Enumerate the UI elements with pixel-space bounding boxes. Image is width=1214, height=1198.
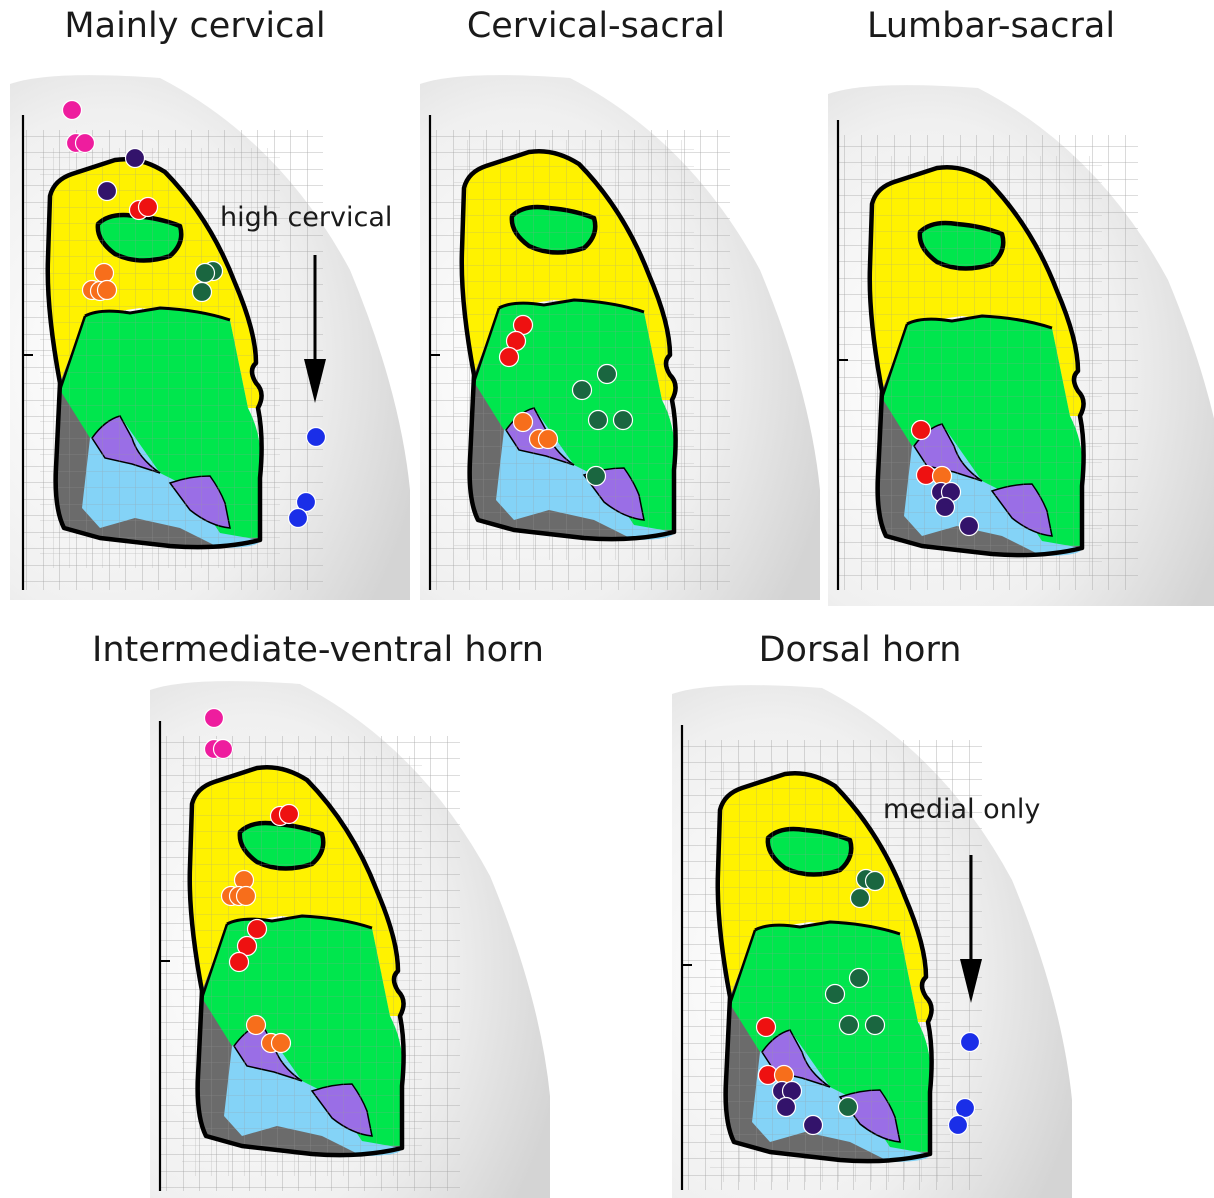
- navy-dot: [936, 498, 955, 517]
- darkgreen-dot: [196, 264, 215, 283]
- darkgreen-dot: [826, 985, 845, 1004]
- blue-dot: [289, 509, 308, 528]
- down-arrow-icon-medial-only: [956, 855, 986, 1005]
- darkgreen-dot: [840, 1016, 859, 1035]
- orange-dot: [272, 1034, 291, 1053]
- magenta-dot: [214, 740, 233, 759]
- grid-overlay: [454, 140, 694, 560]
- red-dot: [912, 421, 931, 440]
- red-dot: [139, 198, 158, 217]
- blue-dot: [949, 1116, 968, 1135]
- darkgreen-dot: [573, 381, 592, 400]
- orange-dot: [247, 1016, 266, 1035]
- panel-title-lumbar-sacral: Lumbar-sacral: [867, 6, 1115, 46]
- annotation-medial-only: medial only: [883, 794, 1040, 825]
- blue-dot: [307, 428, 326, 447]
- magenta-dot: [205, 709, 224, 728]
- panel-title-cervical-sacral: Cervical-sacral: [467, 6, 725, 46]
- panel-title-intermediate-ventral-horn: Intermediate-ventral horn: [92, 630, 544, 670]
- darkgreen-dot: [839, 1098, 858, 1117]
- panel-title-dorsal-horn: Dorsal horn: [759, 630, 962, 670]
- red-dot: [757, 1018, 776, 1037]
- red-dot: [500, 348, 519, 367]
- blue-dot: [956, 1099, 975, 1118]
- red-dot: [230, 953, 249, 972]
- darkgreen-dot: [850, 969, 869, 988]
- navy-dot: [126, 149, 145, 168]
- darkgreen-dot: [866, 1016, 885, 1035]
- darkgreen-dot: [587, 467, 606, 486]
- navy-dot: [960, 517, 979, 536]
- grid-overlay: [182, 756, 422, 1176]
- orange-dot: [95, 264, 114, 283]
- blue-dot: [961, 1033, 980, 1052]
- orange-dot: [237, 887, 256, 906]
- navy-dot: [804, 1116, 823, 1135]
- magenta-dot: [76, 134, 95, 153]
- grid-overlay: [710, 762, 950, 1182]
- darkgreen-dot: [598, 365, 617, 384]
- spinal-cord-panel-mainly-cervical: [10, 70, 412, 600]
- spinal-cord-panel-lumbar-sacral: [828, 80, 1214, 606]
- spinal-cord-panel-intermediate-ventral-horn: [150, 676, 552, 1198]
- grid-overlay: [862, 156, 1102, 576]
- orange-dot: [98, 281, 117, 300]
- spinal-cord-panel-cervical-sacral: [420, 70, 820, 600]
- down-arrow-icon-high-cervical: [300, 255, 330, 405]
- darkgreen-dot: [589, 411, 608, 430]
- red-dot: [248, 920, 267, 939]
- darkgreen-dot: [193, 283, 212, 302]
- red-dot: [280, 805, 299, 824]
- spinal-cord-panel-dorsal-horn: [672, 680, 1074, 1198]
- navy-dot: [98, 182, 117, 201]
- darkgreen-dot: [614, 411, 633, 430]
- orange-dot: [514, 413, 533, 432]
- orange-dot: [539, 430, 558, 449]
- magenta-dot: [63, 101, 82, 120]
- navy-dot: [777, 1098, 796, 1117]
- panel-title-mainly-cervical: Mainly cervical: [64, 6, 325, 46]
- darkgreen-dot: [851, 889, 870, 908]
- annotation-high-cervical: high cervical: [220, 202, 392, 233]
- darkgreen-dot: [866, 872, 885, 891]
